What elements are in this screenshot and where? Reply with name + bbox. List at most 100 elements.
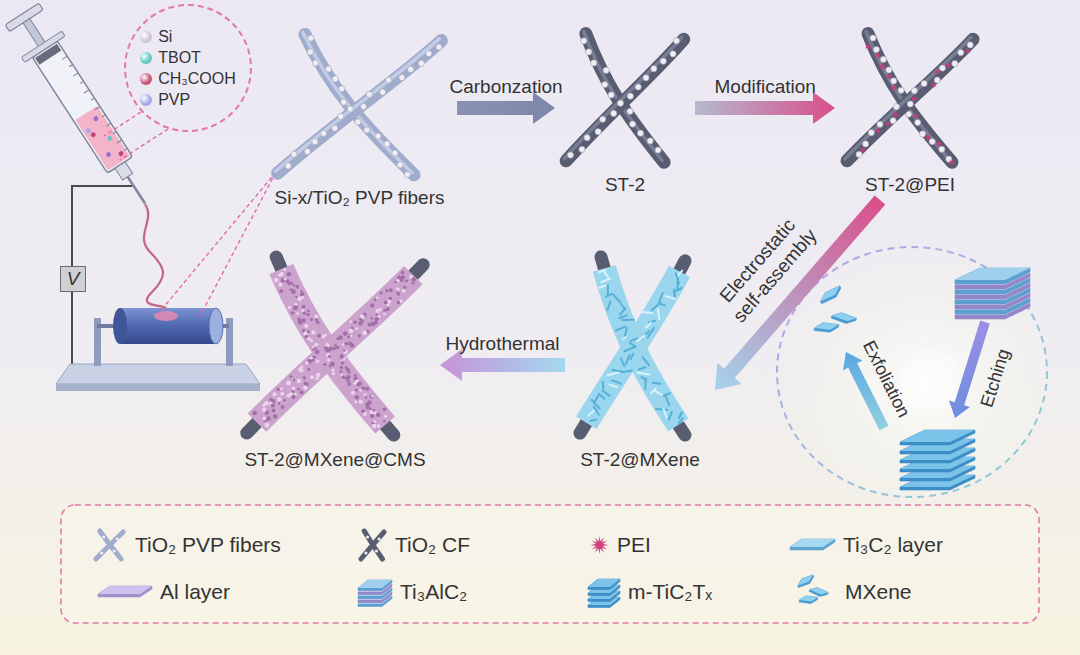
- legend-fiber: [361, 532, 384, 559]
- fiber-illustration: [262, 25, 457, 213]
- cms-sphere: [396, 279, 399, 282]
- cms-sphere: [394, 281, 397, 284]
- cms-sphere: [387, 303, 390, 306]
- leader-line: [104, 112, 168, 160]
- cms-sphere: [370, 408, 372, 410]
- layer-plate-top: [358, 580, 392, 588]
- process-label: Etching: [976, 346, 1015, 410]
- mxene-flake: [589, 411, 594, 416]
- fiber-illustration: [230, 245, 440, 475]
- layer-plate: [796, 575, 815, 588]
- legend-fiber: [96, 532, 123, 559]
- cms-sphere: [315, 349, 320, 354]
- cms-sphere: [411, 277, 416, 282]
- nanoparticle: [404, 171, 410, 177]
- nanoparticle: [304, 148, 310, 154]
- cms-sphere: [374, 298, 377, 301]
- cms-sphere: [308, 337, 311, 340]
- mxene-flake: [669, 412, 672, 420]
- cms-sphere: [289, 375, 292, 378]
- legend-sample: [356, 528, 389, 562]
- nanoparticle: [567, 152, 573, 158]
- cms-sphere: [364, 393, 367, 396]
- fiber-coating: [276, 257, 394, 435]
- mxene-flake: [621, 358, 625, 366]
- legend-particle: [113, 549, 116, 552]
- collector-drum: [120, 308, 216, 344]
- mxene-flake: [631, 354, 634, 360]
- stage-label: ST-2: [605, 174, 645, 196]
- nanoparticle: [898, 87, 904, 93]
- cms-sphere: [367, 400, 372, 405]
- reagent-name: CH₃COOH: [158, 68, 236, 89]
- cms-sphere: [284, 278, 287, 281]
- voltage-label: V: [60, 266, 86, 292]
- stage-label: ST-2@MXene@CMS: [244, 449, 425, 471]
- process-label: Exfoliation: [858, 337, 915, 421]
- nanoparticle: [375, 133, 381, 139]
- nanoparticle: [595, 129, 601, 135]
- nanoparticle: [418, 60, 424, 66]
- fiber-core: [566, 39, 684, 161]
- fiber-highlight: [845, 37, 971, 159]
- cms-sphere: [323, 363, 327, 367]
- legend-particle: [366, 535, 369, 538]
- reagent-dot: [140, 31, 152, 43]
- cms-sphere: [349, 329, 353, 333]
- cms-sphere: [316, 373, 321, 378]
- cms-sphere: [314, 314, 318, 318]
- nanoparticle: [341, 99, 347, 105]
- cms-sphere: [314, 343, 318, 347]
- cms-sphere: [384, 300, 388, 304]
- legend-text: Ti₃C₂ layer: [843, 532, 943, 558]
- cms-sphere: [370, 414, 374, 418]
- mxene-flake: [620, 309, 625, 315]
- cms-sphere: [307, 337, 310, 340]
- mxene-flake: [599, 394, 605, 399]
- cms-sphere: [310, 375, 314, 379]
- cms-sphere: [295, 306, 298, 309]
- reagent-dot: [140, 94, 152, 106]
- cms-sphere: [405, 279, 408, 282]
- cms-sphere: [340, 373, 343, 376]
- cms-sphere: [283, 399, 287, 403]
- collector-drum-end: [209, 308, 223, 344]
- nanoparticle: [584, 135, 590, 141]
- mxene-flake: [616, 327, 625, 331]
- cms-sphere: [350, 334, 353, 337]
- mxene-flake: [639, 367, 646, 369]
- reagent-inset-circle: SiTBOTCH₃COOHPVP: [124, 4, 252, 132]
- layer-plate-top: [832, 310, 857, 324]
- legend-particle: [375, 549, 378, 552]
- mxene-flake: [626, 355, 630, 364]
- cms-sphere: [348, 372, 350, 374]
- nanoparticle: [870, 35, 876, 41]
- mxene-flake: [592, 400, 600, 409]
- cms-sphere: [295, 285, 299, 289]
- nanoparticle: [617, 100, 623, 106]
- nanoparticle: [366, 91, 372, 97]
- nanoparticle: [915, 119, 921, 125]
- nanoparticle: [392, 150, 398, 156]
- cms-sphere: [317, 334, 321, 338]
- legend-text: m-TiC₂Tₓ: [628, 579, 712, 605]
- legend-sample: [792, 575, 839, 609]
- cms-sphere: [358, 321, 362, 325]
- cms-sphere: [383, 420, 385, 422]
- cms-sphere: [301, 309, 304, 312]
- cms-sphere: [348, 342, 352, 346]
- pei-dot: [935, 68, 941, 75]
- nanoparticle: [312, 60, 318, 66]
- fiber-core: [278, 41, 442, 174]
- layer-plate-top: [790, 539, 835, 547]
- cms-sphere: [389, 297, 392, 300]
- cms-sphere: [355, 327, 358, 330]
- mxene-flake: [601, 279, 610, 282]
- mxene-flake: [679, 412, 682, 418]
- cms-sphere: [384, 415, 387, 418]
- layer-plate: [358, 580, 392, 591]
- cms-sphere: [397, 292, 400, 295]
- cms-sphere: [291, 311, 294, 314]
- cms-sphere: [340, 366, 344, 370]
- cms-sphere: [315, 377, 318, 380]
